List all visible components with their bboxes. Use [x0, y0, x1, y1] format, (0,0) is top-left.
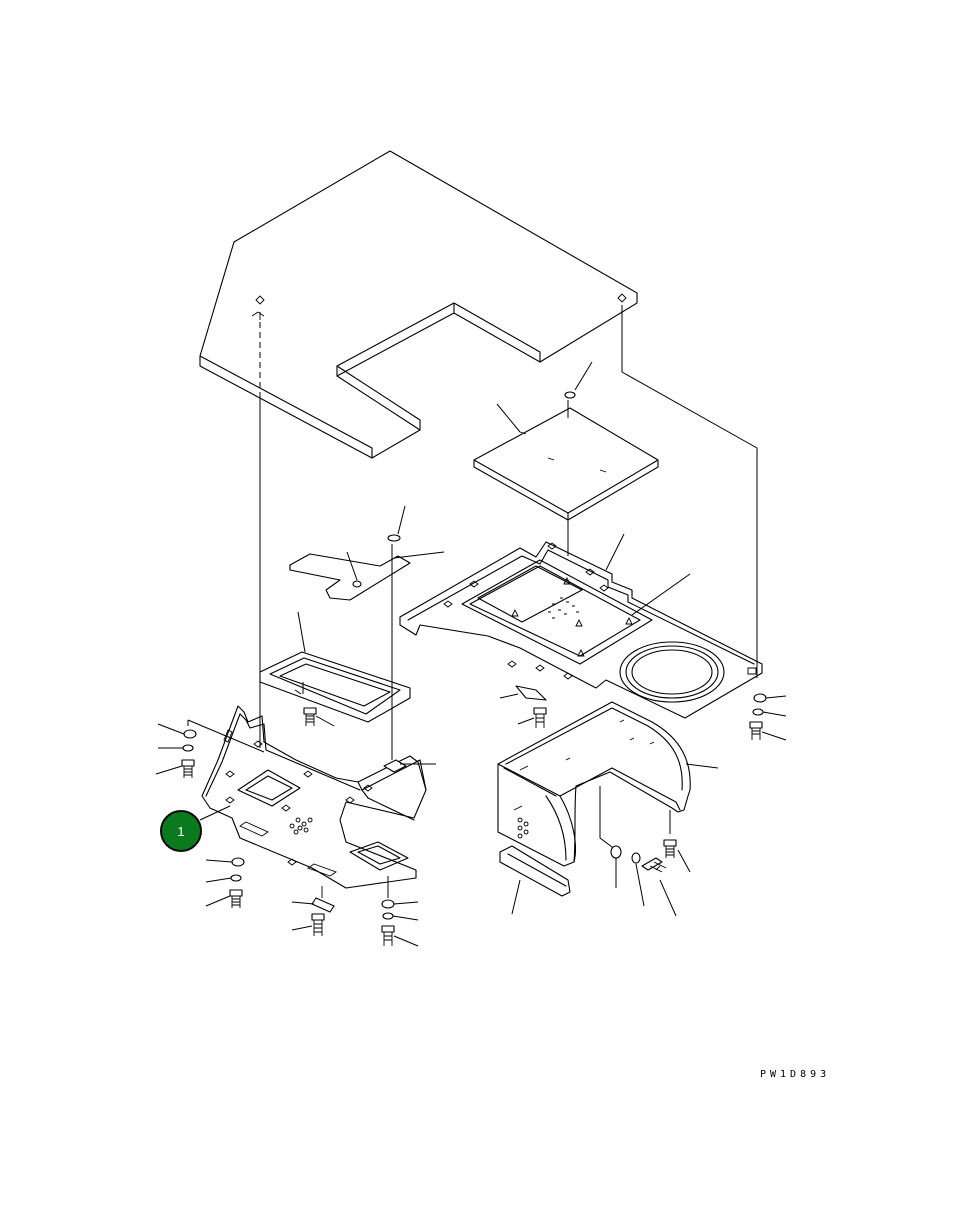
floor-mat-top: [199, 150, 638, 459]
frame-seal: [259, 611, 411, 723]
guide-line: [621, 305, 758, 678]
bolt-left-1: [155, 759, 195, 778]
bolt-right-lower: [381, 925, 419, 947]
bolt-center: [517, 707, 547, 728]
bolt-lower-center: [291, 913, 325, 936]
spring-washer-left-1: [158, 744, 194, 752]
bolt-vertical-right: [663, 810, 691, 873]
bolt: [303, 707, 335, 727]
bolt-horizontal: [641, 857, 677, 917]
washer-small: [610, 845, 622, 888]
callout-1-label: 1: [177, 823, 185, 839]
bolt-right-upper: [749, 721, 787, 741]
washer-right-lower: [381, 899, 419, 909]
clip-lower: [291, 886, 335, 913]
washer-right-upper: [753, 693, 787, 703]
bracket-plate: [289, 505, 445, 601]
washer-left-2: [205, 857, 245, 867]
square-plate: [473, 361, 659, 521]
clip-center: [499, 685, 547, 701]
bolt-left-2: [205, 889, 243, 908]
floor-panel-right: [399, 533, 763, 719]
drawing-id-label: PW1D893: [760, 1069, 831, 1080]
spring-washer-small: [631, 852, 645, 907]
callout-1-badge[interactable]: 1: [160, 810, 202, 852]
washer-left-1: [157, 723, 197, 739]
spring-washer-right-lower: [382, 912, 419, 921]
spring-washer-left-2: [205, 874, 242, 883]
floor-panel-lower-left: [187, 705, 436, 889]
cover-lower-right: [497, 701, 719, 867]
spring-washer-right-upper: [752, 708, 787, 717]
angle-rail: [499, 845, 571, 915]
